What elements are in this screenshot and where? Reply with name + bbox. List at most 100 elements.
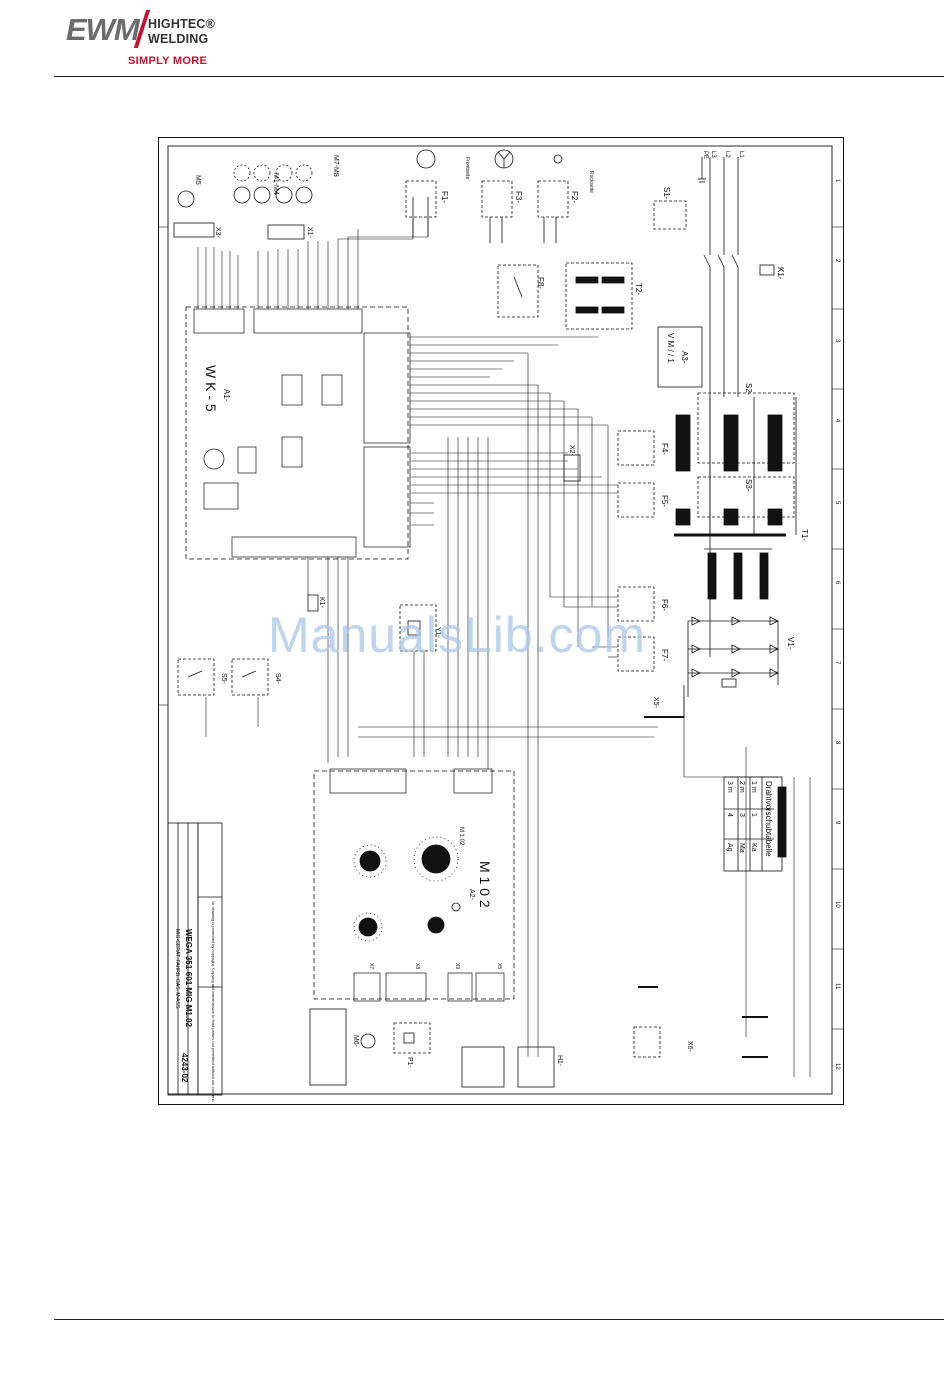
title-subtitle: MIG-GERÄT, FAHRB. GAS, M-ASS.	[174, 929, 181, 1010]
label-x5b: X5	[496, 963, 502, 969]
label-f4: F4-	[660, 443, 669, 455]
label-t1: T1-	[800, 529, 809, 541]
legend-row1-col3: Ka	[750, 843, 757, 852]
m102-board	[313, 770, 515, 1000]
wk5-connectors	[193, 308, 411, 558]
grid-num-7: 7	[834, 661, 840, 665]
grid-num-6: 6	[834, 581, 840, 585]
grid-num-2: 2	[834, 259, 840, 263]
label-k1b: K1-	[318, 597, 325, 609]
label-frontseite: Frontseite	[464, 157, 470, 179]
label-l1: L1	[738, 151, 744, 158]
label-x8: X8	[414, 963, 420, 969]
legend-row1-col1: 1 m	[750, 781, 757, 793]
label-m7m8: M7-M8	[332, 155, 339, 177]
label-vm: V M / / 1	[666, 333, 675, 363]
label-m102-sub: M 1.02	[458, 827, 464, 846]
legend-row2-col3: Ma	[738, 843, 745, 853]
label-x6: X6-	[686, 1041, 693, 1053]
label-t2: T2-	[634, 283, 643, 295]
thermo-f6	[617, 586, 655, 622]
title-block	[167, 822, 347, 1096]
title-notice: Nr. drawing is protected by copyright. C…	[211, 901, 216, 1102]
logo-tagline: SIMPLY MORE	[128, 55, 208, 67]
label-rueckseite: Rückseite	[588, 171, 594, 193]
legend-row2-col1: 2 m	[738, 781, 745, 793]
label-x3: X3-	[214, 227, 221, 239]
legend-title: Drahtvorschubtabelle	[764, 781, 773, 857]
legend-row1-col2: 1	[750, 813, 757, 817]
label-m102: M 1 0 2	[477, 861, 493, 908]
label-s4: S4-	[274, 673, 281, 685]
label-x2: X2-	[568, 445, 575, 457]
label-x9: X9	[454, 963, 460, 969]
label-f2: F2-	[570, 191, 579, 203]
legend-row3-col3: Ag	[726, 843, 733, 852]
label-m5: M5	[194, 175, 201, 185]
footer-divider	[54, 1319, 944, 1320]
logo-line1: HIGHTEC®	[148, 17, 216, 31]
grid-num-8: 8	[834, 741, 840, 745]
grid-num-3: 3	[834, 339, 840, 343]
label-a2: A2-	[468, 889, 475, 901]
legend-row2-col2: 3	[738, 813, 745, 817]
label-pe: PE	[702, 151, 708, 159]
logo-brand: EWM	[66, 12, 140, 47]
thermo-f5	[617, 482, 655, 518]
watermark: ManualsLib.com	[268, 607, 647, 663]
logo-line2: WELDING	[148, 32, 209, 46]
label-s1: S1-	[662, 187, 671, 200]
title-drawing: WEGA 351-601 MIG M1.02	[184, 929, 193, 1028]
label-f3: F3-	[514, 191, 523, 203]
label-l2: L2	[724, 151, 730, 158]
m102-connectors	[329, 768, 505, 1002]
wk5-board	[185, 306, 409, 560]
label-f7: F7-	[660, 649, 669, 661]
title-number: 4243-02	[180, 1053, 189, 1083]
bottom-devices	[360, 786, 787, 1088]
label-s3: S3-	[744, 479, 753, 492]
wiring-schematic: 1 2 3 4 5 6 7 8 9 10 11 12 PE L3 L2 L1 S…	[158, 137, 844, 1105]
label-x7: X7	[368, 963, 374, 969]
grid-num-11: 11	[834, 983, 840, 990]
label-a1: A1-	[222, 389, 231, 402]
label-k1: K1-	[776, 267, 785, 280]
ewm-logo: EWM HIGHTEC® WELDING SIMPLY MORE	[66, 8, 226, 70]
fan-symbols	[405, 149, 569, 243]
label-x5: X5-	[652, 697, 659, 709]
thermo-f4	[617, 430, 655, 466]
label-l3: L3	[710, 151, 716, 158]
grid-num-10: 10	[834, 901, 840, 908]
label-y1: Y1-	[434, 627, 441, 639]
m102-knobs	[353, 836, 461, 942]
grid-num-12: 12	[834, 1063, 840, 1070]
control-transformer-t2	[497, 262, 633, 330]
legend-row3-col1: 3 m	[726, 781, 733, 793]
label-f6: F6-	[660, 599, 669, 611]
main-transformer-t1	[674, 392, 797, 537]
label-f8: F8-	[536, 277, 545, 289]
grid-num-5: 5	[834, 501, 840, 505]
grid-num-1: 1	[834, 179, 840, 183]
label-a3: A3-	[680, 351, 689, 364]
header-divider	[54, 76, 944, 77]
label-h1: H1-	[556, 1055, 563, 1067]
thermo-f7	[617, 636, 655, 672]
label-x1: X1-	[306, 227, 313, 239]
grid-num-4: 4	[834, 419, 840, 423]
grid-num-9: 9	[834, 821, 840, 825]
label-m1m4: M1-M4	[272, 173, 279, 195]
label-v1: V1-	[786, 637, 795, 650]
rectifier-v1	[687, 548, 779, 697]
fan-motors	[173, 164, 581, 482]
label-f1: F1-	[440, 191, 449, 203]
label-s5: S5-	[220, 673, 227, 685]
label-wk5: W K - 5	[203, 365, 219, 412]
label-m6: M6-	[352, 1035, 359, 1048]
label-f5: F5-	[660, 495, 669, 507]
legend-row3-col2: 4	[726, 813, 733, 817]
label-p1: P1-	[406, 1057, 413, 1069]
vm-module	[657, 326, 703, 388]
label-s2: S2-	[744, 383, 753, 396]
wire-feed-legend	[723, 776, 783, 872]
